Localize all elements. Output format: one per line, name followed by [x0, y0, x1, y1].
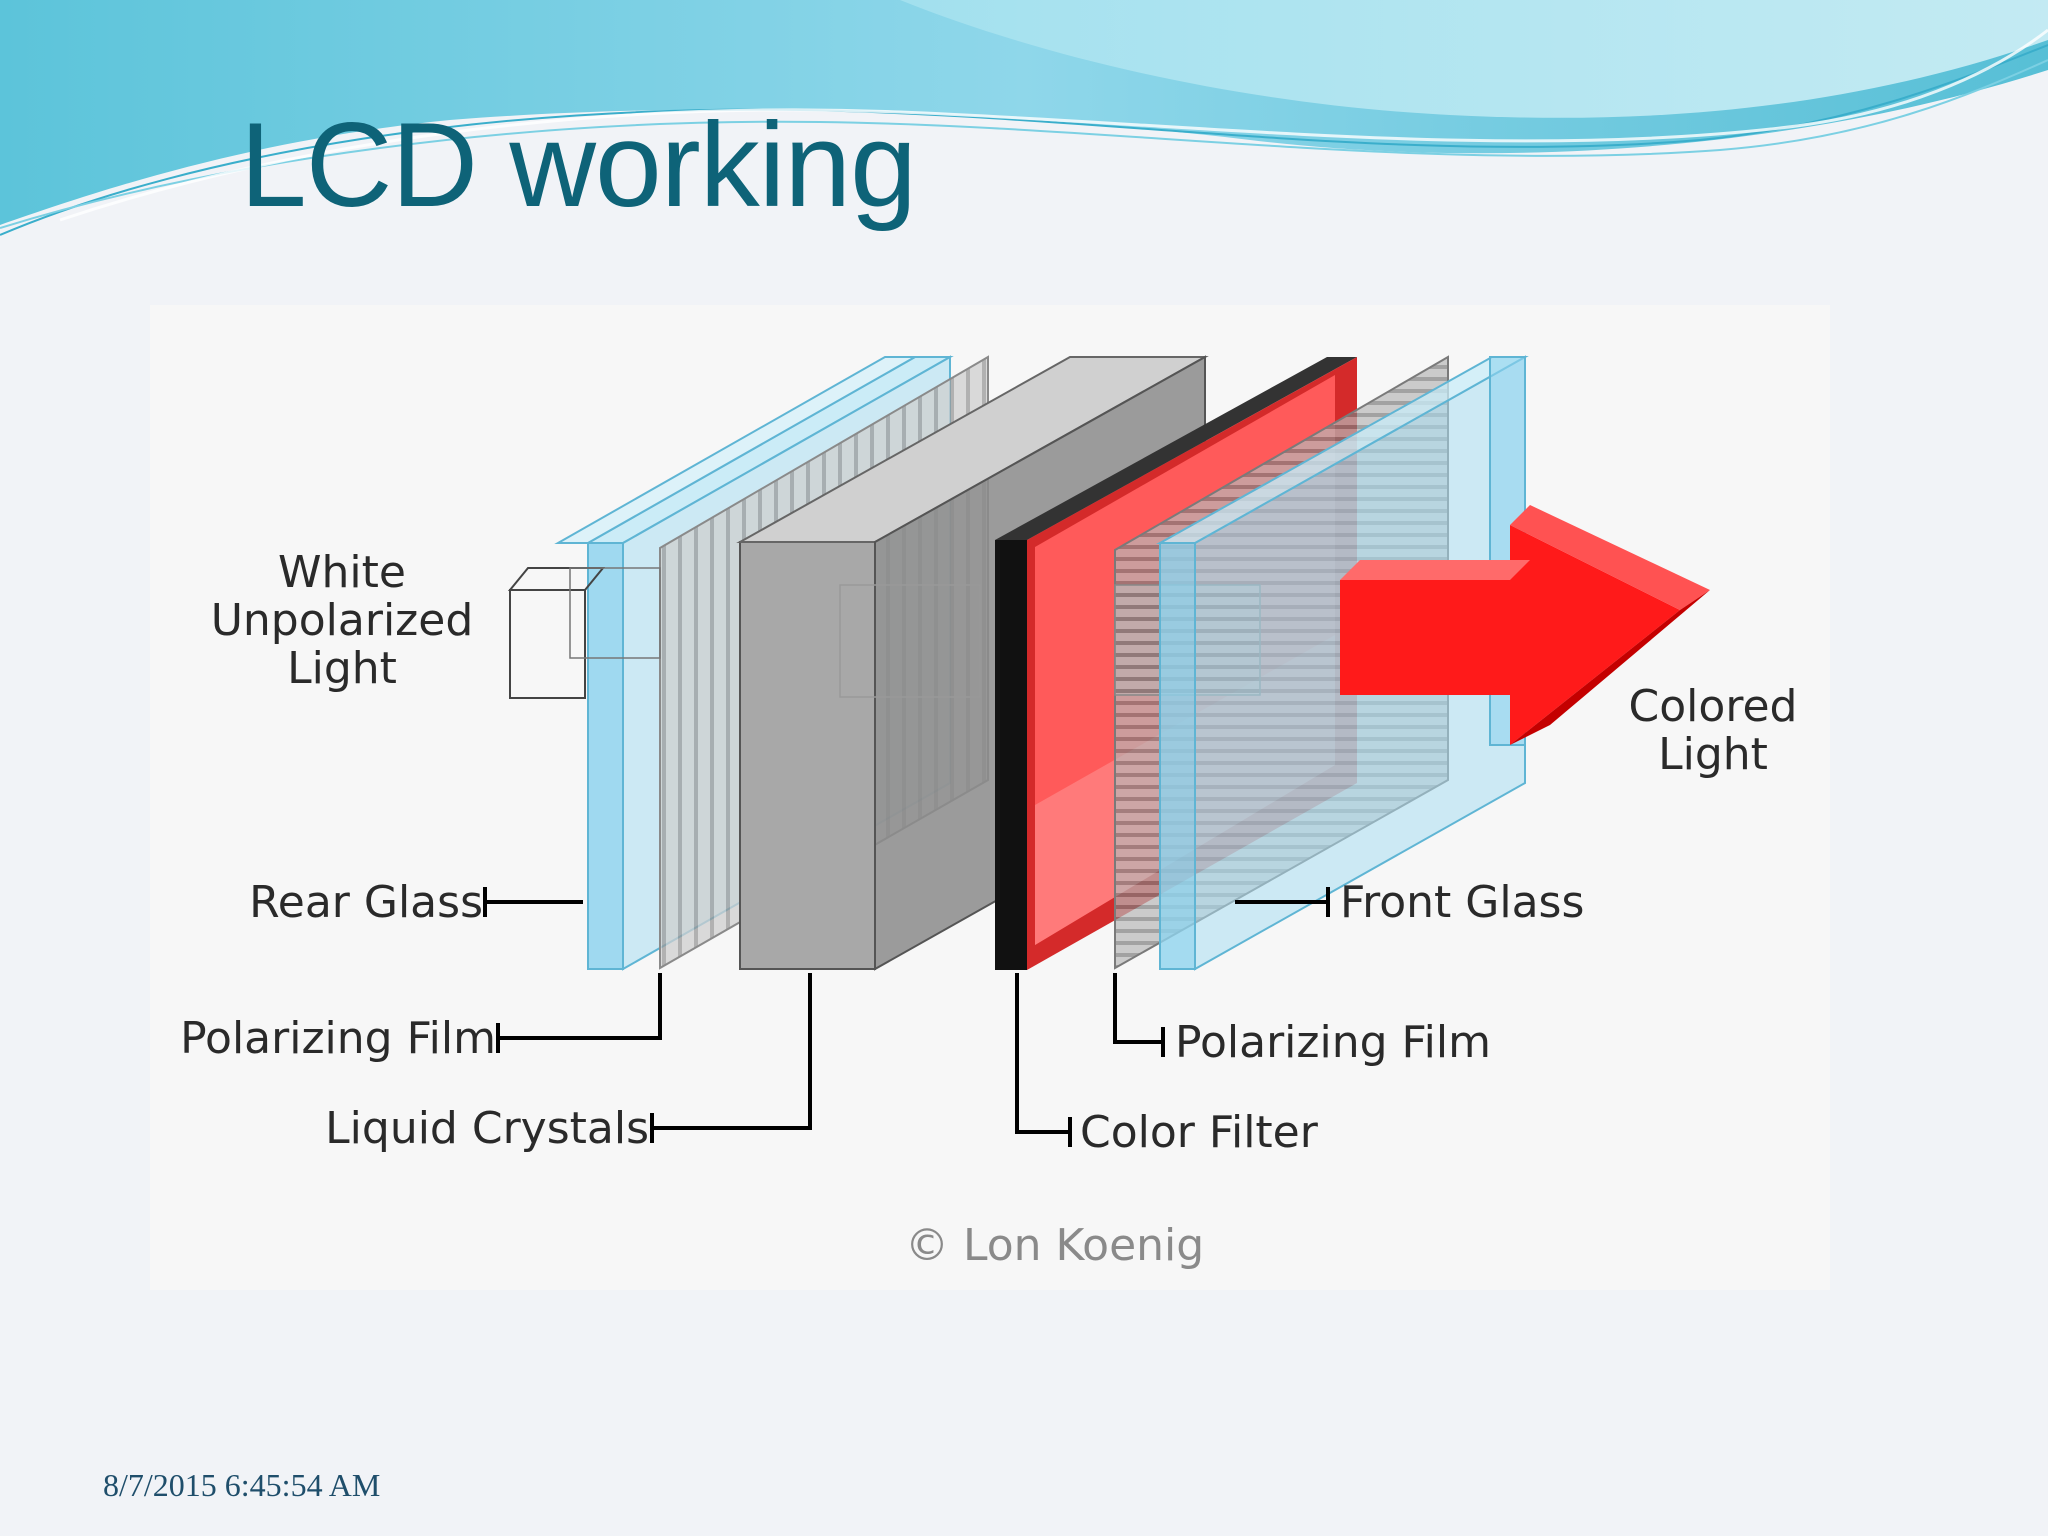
- header-wave-decoration: [0, 0, 2048, 236]
- label-rear-glass: Rear Glass: [249, 877, 483, 928]
- label-rear-polarizing-film: Polarizing Film: [180, 1013, 496, 1064]
- label-colored-light-1: Colored: [1629, 681, 1798, 732]
- label-white-light-3: Light: [287, 643, 397, 694]
- slide-date: 8/7/2015 6:45:54 AM: [103, 1467, 381, 1503]
- label-colored-light-2: Light: [1658, 729, 1768, 780]
- label-liquid-crystals: Liquid Crystals: [325, 1103, 649, 1154]
- label-color-filter: Color Filter: [1080, 1107, 1319, 1158]
- label-front-glass: Front Glass: [1340, 877, 1584, 928]
- lcd-layers-diagram: White Unpolarized Light Colored Light Re…: [180, 355, 1798, 1271]
- image-credit: © Lon Koenig: [905, 1220, 1204, 1271]
- lcd-diagram-panel: White Unpolarized Light Colored Light Re…: [150, 305, 1830, 1290]
- label-white-light-1: White: [278, 547, 406, 598]
- colored-light-arrow: [1340, 505, 1710, 745]
- leader-lines: [483, 887, 1330, 1147]
- label-white-light-2: Unpolarized: [211, 595, 474, 646]
- label-front-polarizing-film: Polarizing Film: [1175, 1017, 1491, 1068]
- slide-title: LCD working: [240, 98, 917, 232]
